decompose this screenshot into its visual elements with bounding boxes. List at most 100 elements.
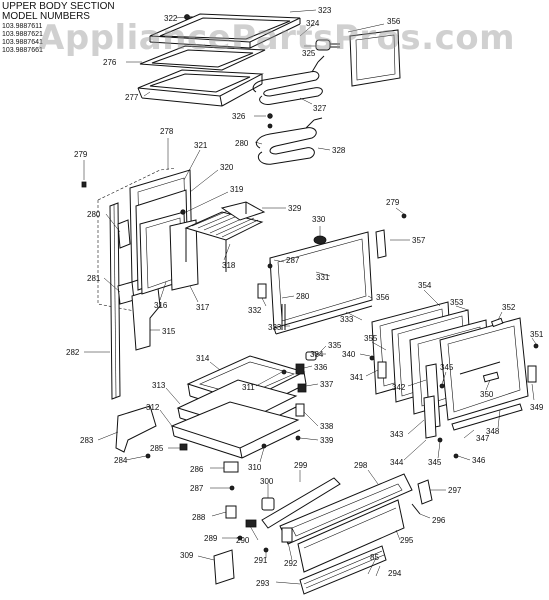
label-276: 276 bbox=[103, 58, 117, 67]
label-331: 331 bbox=[316, 273, 330, 282]
label-285: 285 bbox=[150, 444, 164, 453]
watermark: AppliancePartsPros.com bbox=[38, 18, 516, 58]
label-336: 336 bbox=[314, 363, 328, 372]
section-title: UPPER BODY SECTION bbox=[2, 1, 115, 12]
part-326-screw bbox=[267, 113, 273, 129]
label-337: 337 bbox=[320, 380, 334, 389]
part-297-end-cap bbox=[417, 479, 433, 505]
part-286-drawer-slide bbox=[223, 461, 239, 473]
part-341-hinge bbox=[377, 361, 387, 379]
part-319-screw bbox=[180, 209, 186, 215]
label-280-center: 280 bbox=[296, 292, 310, 301]
label-324: 324 bbox=[306, 19, 320, 28]
model-numbers-heading: MODEL NUMBERS bbox=[2, 11, 90, 22]
label-312: 312 bbox=[146, 403, 160, 412]
label-299: 299 bbox=[294, 461, 308, 470]
label-295: 295 bbox=[400, 536, 414, 545]
part-285-clip bbox=[179, 443, 188, 451]
part-356-oven-liner bbox=[269, 231, 373, 335]
part-295-panel-backing bbox=[297, 499, 405, 573]
part-357-bracket bbox=[375, 229, 387, 259]
label-316: 316 bbox=[154, 301, 168, 310]
label-352: 352 bbox=[502, 303, 516, 312]
label-323: 323 bbox=[318, 6, 332, 15]
part-325-terminal-block bbox=[315, 39, 340, 51]
part-310-spacer bbox=[261, 443, 267, 449]
model-number-2: 103.9887621 bbox=[2, 31, 43, 38]
label-350: 350 bbox=[480, 390, 494, 399]
label-351: 351 bbox=[530, 330, 544, 339]
part-328-bake-element bbox=[255, 117, 323, 165]
label-333-right: 333 bbox=[340, 315, 354, 324]
label-320: 320 bbox=[220, 163, 234, 172]
label-279-left: 279 bbox=[74, 150, 88, 159]
label-296: 296 bbox=[432, 516, 446, 525]
part-309-bracket bbox=[213, 549, 235, 585]
part-356-side-panel bbox=[349, 29, 401, 87]
model-number-1: 103.9887611 bbox=[2, 23, 43, 30]
label-339: 339 bbox=[320, 436, 334, 445]
label-326: 326 bbox=[232, 112, 246, 121]
label-280-left: 280 bbox=[87, 210, 101, 219]
part-277-liner-pan bbox=[137, 69, 264, 107]
label-356-top: 356 bbox=[387, 17, 401, 26]
label-357: 357 bbox=[412, 236, 426, 245]
part-283-side-bracket bbox=[115, 405, 157, 453]
part-276-gasket bbox=[139, 45, 266, 71]
part-336-socket bbox=[295, 363, 305, 375]
label-85: 85 bbox=[370, 553, 379, 562]
label-321: 321 bbox=[194, 141, 208, 150]
part-351-screw bbox=[533, 343, 539, 349]
part-290-knob-insert bbox=[245, 519, 257, 528]
label-277: 277 bbox=[125, 93, 139, 102]
label-287-lower: 287 bbox=[190, 484, 204, 493]
part-292-knob bbox=[281, 527, 293, 543]
label-310: 310 bbox=[248, 463, 262, 472]
leader-lines bbox=[83, 9, 537, 585]
part-labels: 322 323 324 325 356 276 277 326 327 280 … bbox=[66, 6, 544, 588]
label-343: 343 bbox=[390, 430, 404, 439]
part-312-drawer-bottom bbox=[170, 401, 301, 459]
part-279-screw-left bbox=[81, 181, 87, 188]
part-284-screw bbox=[145, 453, 151, 459]
part-349-end-cap bbox=[527, 365, 537, 383]
part-332-hinge bbox=[257, 283, 267, 299]
label-332: 332 bbox=[248, 306, 262, 315]
part-315-side-bracket bbox=[131, 287, 161, 351]
label-300: 300 bbox=[260, 477, 274, 486]
label-287-upper: 287 bbox=[286, 256, 300, 265]
part-339-screw bbox=[295, 435, 301, 441]
part-300-knob bbox=[261, 497, 275, 511]
label-297: 297 bbox=[448, 486, 462, 495]
part-338-spring bbox=[295, 403, 305, 417]
label-329: 329 bbox=[288, 204, 302, 213]
label-348: 348 bbox=[486, 427, 500, 436]
label-298: 298 bbox=[354, 461, 368, 470]
part-343-bracket bbox=[423, 395, 437, 439]
part-294-panel-strip bbox=[299, 545, 387, 595]
part-282-side-trim bbox=[109, 202, 121, 400]
label-318: 318 bbox=[222, 261, 236, 270]
label-315: 315 bbox=[162, 327, 176, 336]
label-279-right: 279 bbox=[386, 198, 400, 207]
label-356-center: 356 bbox=[376, 293, 390, 302]
label-327: 327 bbox=[313, 104, 327, 113]
part-333-tube bbox=[281, 304, 286, 330]
part-329-rack bbox=[220, 201, 266, 221]
part-330-light-lens bbox=[313, 235, 327, 245]
part-350-door-handle bbox=[482, 371, 500, 383]
label-286: 286 bbox=[190, 465, 204, 474]
part-287-screw-upper bbox=[267, 263, 273, 269]
label-291: 291 bbox=[254, 556, 268, 565]
label-338: 338 bbox=[320, 422, 334, 431]
part-340-screw bbox=[369, 355, 375, 361]
label-355: 355 bbox=[364, 334, 378, 343]
part-278-body-shell bbox=[97, 167, 177, 313]
part-281-bracket bbox=[117, 281, 135, 305]
label-288: 288 bbox=[192, 513, 206, 522]
label-334: 334 bbox=[310, 350, 324, 359]
label-353: 353 bbox=[450, 298, 464, 307]
label-281: 281 bbox=[87, 274, 101, 283]
